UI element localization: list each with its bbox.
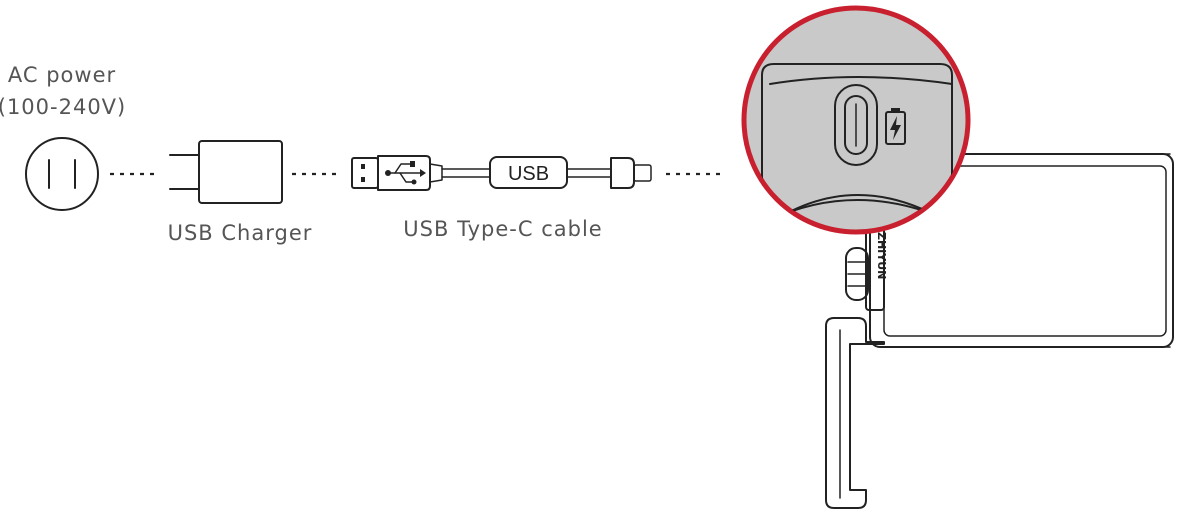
usb-cable: [441, 168, 612, 178]
usb-cable-label: USB Type-C cable: [403, 217, 602, 241]
ac-power-label: AC power: [8, 63, 116, 87]
usb-c-port-zoom: [741, 5, 971, 235]
monitor-device-icon: ZHIYUN: [825, 153, 1174, 509]
usb-trident-icon: [385, 161, 426, 185]
brand-label: ZHIYUN: [875, 232, 888, 279]
usb-a-plug-icon: [351, 155, 443, 191]
usb-cable-badge-label: USB: [508, 163, 549, 185]
ac-power-voltage-label: (100-240V): [0, 95, 126, 119]
usb-c-plug-icon: [610, 157, 652, 189]
usb-c-port-icon: [834, 84, 878, 166]
charging-battery-icon: [885, 108, 906, 145]
usb-charger-icon: [169, 140, 283, 204]
usb-cable-badge: USB: [489, 156, 568, 189]
usb-charger-label: USB Charger: [168, 221, 313, 245]
ac-outlet-icon: [25, 137, 99, 211]
